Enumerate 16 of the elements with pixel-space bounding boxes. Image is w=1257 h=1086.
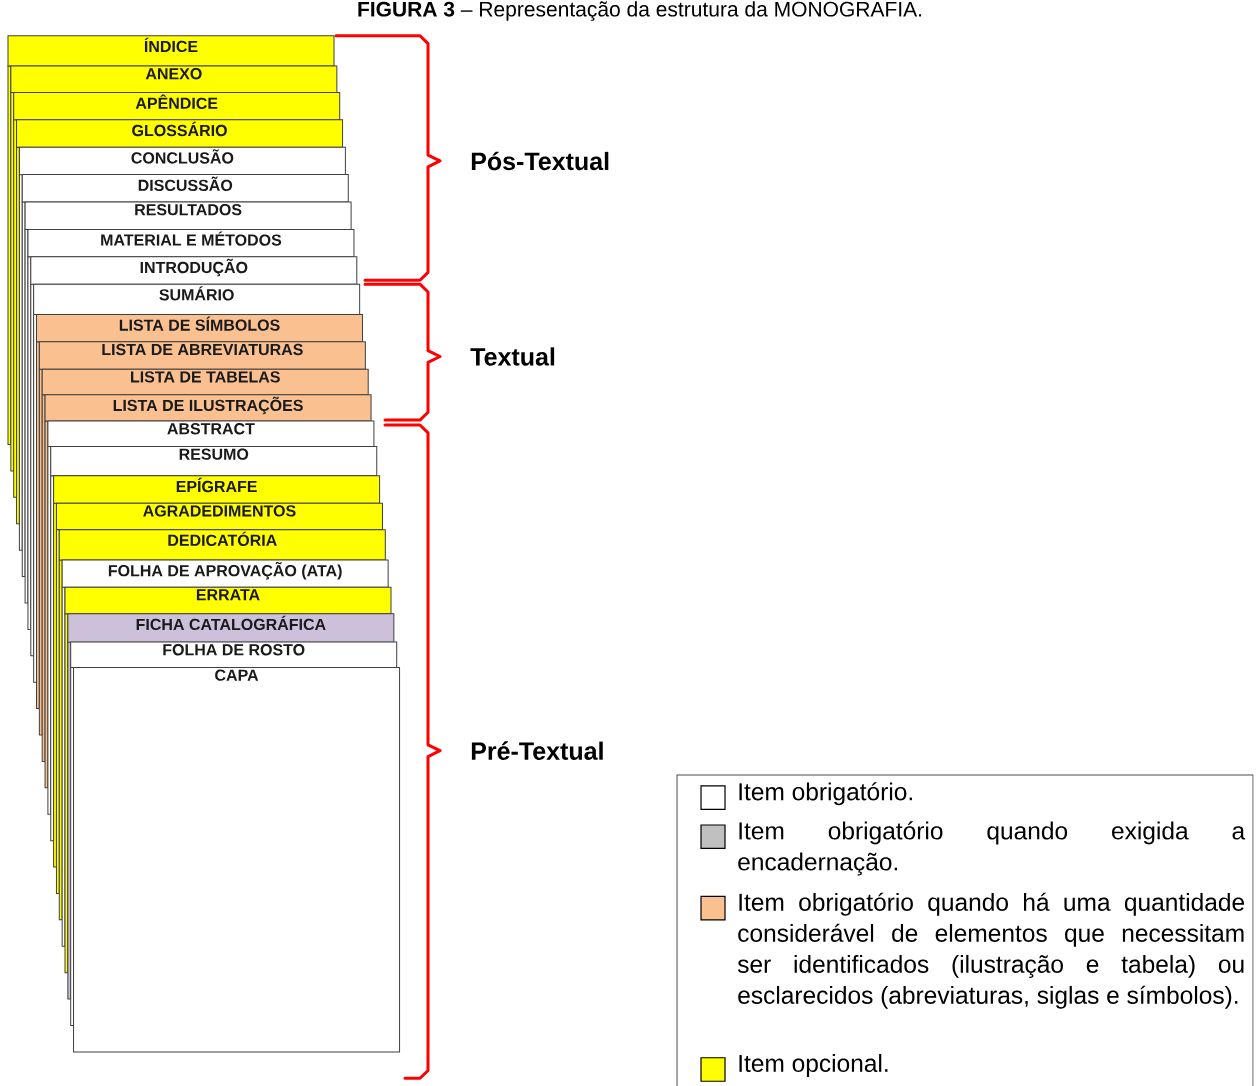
section-label: Textual xyxy=(470,347,555,366)
page-box: LISTA DE SÍMBOLOS xyxy=(36,313,363,343)
legend-text: Item obrigatório. xyxy=(739,782,912,806)
page-box: FICHA CATALOGRÁFICA xyxy=(67,613,395,643)
page-box: FOLHA DE ROSTO xyxy=(70,641,398,668)
page-box: ÍNDICE xyxy=(7,35,335,67)
legend-text: Item obrigatório quando há uma quantidade considerável de elementos que necessitam ser identificados (ilustração e tabela) ou esclarecidos (abreviaturas, siglas e símbolos). xyxy=(737,892,1245,1009)
page-box: EPÍGRAFE xyxy=(53,475,381,504)
title: FIGURA 3 – Representação da estrutura da MONOGRAFIA. xyxy=(358,1,922,21)
legend-text: Item opcional. xyxy=(739,1054,888,1077)
page-box: FOLHA DE APROVAÇÃO (ATA) xyxy=(61,559,389,588)
page-box: CONCLUSÃO xyxy=(18,146,346,176)
section-label: Pós-Textual xyxy=(471,151,609,171)
page-box: ABSTRACT xyxy=(47,420,375,447)
legend-text: Item obrigatório quando exigida a encadernação. xyxy=(738,821,1246,876)
section-label: Pré-Textual xyxy=(471,741,603,760)
